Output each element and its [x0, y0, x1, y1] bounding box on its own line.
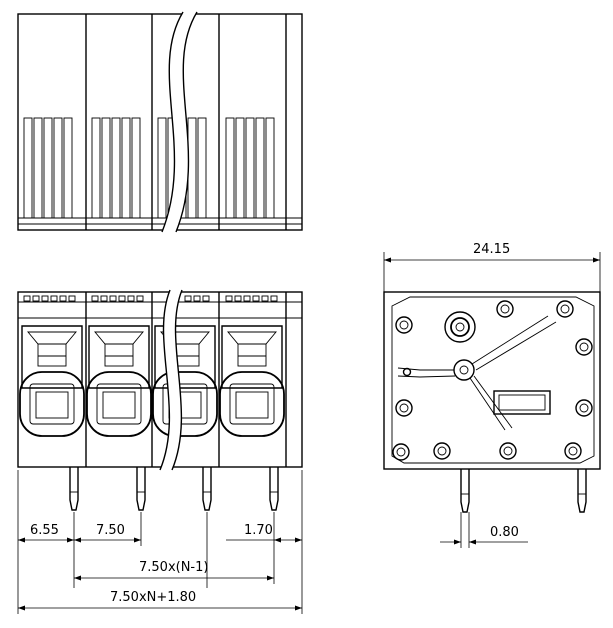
break-line-top [162, 12, 197, 232]
dim-overall-length: 7.50xN+1.80 [110, 590, 196, 605]
dim-24-15: 24.15 [473, 242, 510, 257]
top-view [17, 11, 303, 233]
pole-2 [86, 325, 152, 437]
side-dimensions: 24.15 0.80 [383, 242, 601, 548]
front-view [17, 289, 303, 511]
pins [69, 467, 279, 511]
front-dimensions: 6.55 7.50 1.70 7.50x(N-1) 7.50xN+1.80 [17, 470, 303, 614]
pole-3 [152, 325, 218, 437]
dim-7-50: 7.50 [96, 523, 125, 538]
fin-group-4 [225, 117, 275, 219]
pole-4 [219, 325, 285, 437]
break-line-front [160, 290, 182, 470]
dim-7-50-n-1: 7.50x(N-1) [139, 560, 208, 575]
serrations [23, 295, 278, 302]
fin-group-2 [91, 117, 141, 219]
dim-1-70: 1.70 [244, 523, 273, 538]
pole-1 [19, 325, 85, 437]
dim-6-55: 6.55 [30, 523, 59, 538]
dim-0-80: 0.80 [490, 525, 519, 540]
fin-group-1 [23, 117, 73, 219]
side-view [383, 291, 601, 513]
